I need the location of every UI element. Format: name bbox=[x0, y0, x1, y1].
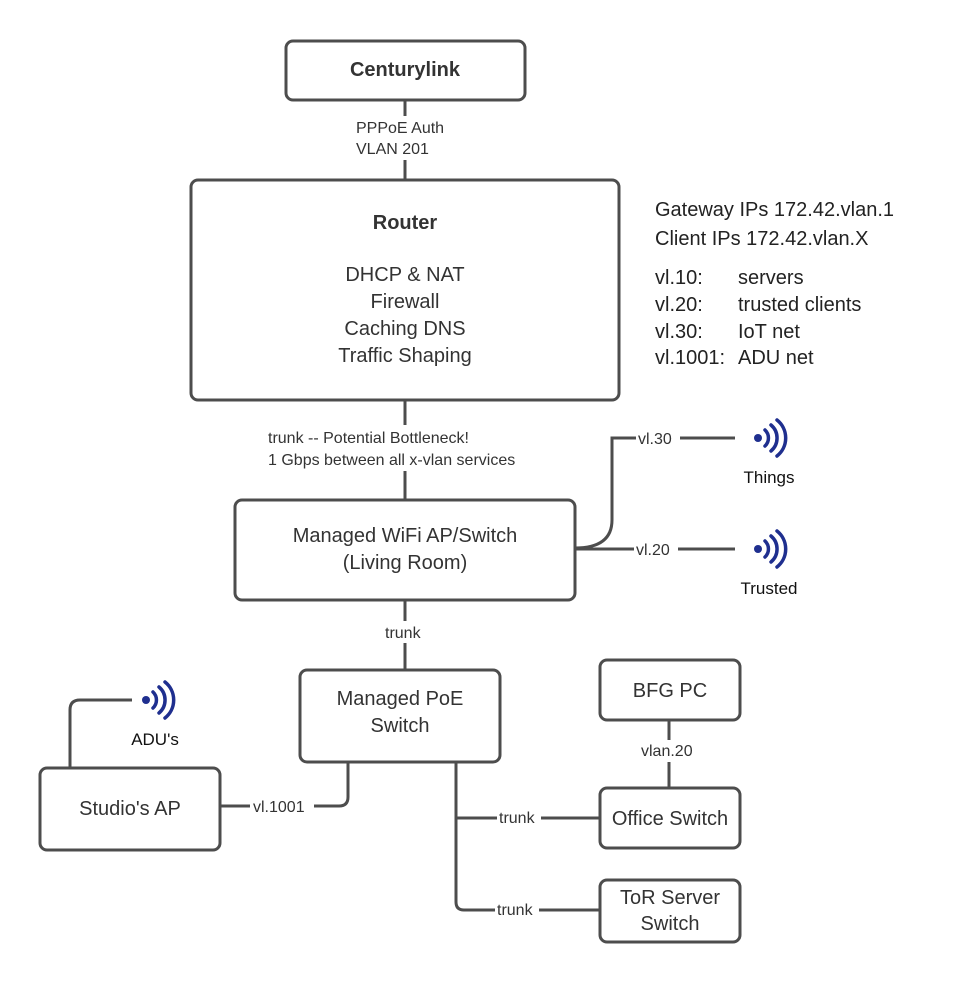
link-studio-adus bbox=[68, 698, 132, 768]
wifi-adus: ADU's bbox=[131, 680, 179, 749]
vlan-name: ADU net bbox=[738, 347, 814, 369]
gateway-ip-info: Gateway IPs 172.42.vlan.1 bbox=[655, 199, 894, 221]
client-ip-info: Client IPs 172.42.vlan.X bbox=[655, 228, 868, 250]
things-label: Things bbox=[743, 468, 794, 487]
link-things bbox=[574, 436, 735, 550]
things-vlan-label: vl.30 bbox=[638, 431, 672, 448]
link-poe-studio bbox=[220, 762, 350, 808]
vlan-id: vl.1001: bbox=[655, 347, 725, 369]
wifi-signal-icon bbox=[754, 418, 788, 458]
tor-trunk-label: trunk bbox=[497, 902, 534, 919]
studio-vlan-label: vl.1001 bbox=[253, 799, 305, 816]
node-bfg-pc: BFG PC bbox=[598, 658, 742, 722]
wifi-signal-icon bbox=[754, 529, 788, 569]
trusted-vlan-label: vl.20 bbox=[636, 542, 670, 559]
node-centurylink: Centurylink bbox=[284, 39, 527, 102]
centurylink-label: Centurylink bbox=[350, 59, 461, 81]
router-title: Router bbox=[373, 212, 438, 234]
link-poe-tor bbox=[454, 818, 600, 912]
vlan-info-panel: Gateway IPs 172.42.vlan.1 Client IPs 172… bbox=[655, 199, 894, 369]
node-tor-switch: ToR Server Switch bbox=[598, 878, 742, 944]
node-router: Router DHCP & NAT Firewall Caching DNS T… bbox=[189, 178, 621, 402]
poe-switch-label-line2: Switch bbox=[371, 715, 430, 737]
node-studio-ap: Studio's AP bbox=[38, 766, 222, 852]
router-service: Traffic Shaping bbox=[338, 345, 471, 367]
router-trunk-label-line1: trunk -- Potential Bottleneck! bbox=[268, 430, 469, 447]
router-service: Firewall bbox=[371, 291, 440, 313]
link-labels: PPPoE Auth VLAN 201 trunk -- Potential B… bbox=[250, 116, 700, 920]
living-poe-trunk-label: trunk bbox=[385, 625, 422, 642]
wifi-trusted: Trusted bbox=[740, 529, 798, 598]
uplink-label-line2: VLAN 201 bbox=[356, 141, 429, 158]
trusted-label: Trusted bbox=[740, 579, 797, 598]
tor-switch-label-line1: ToR Server bbox=[620, 887, 720, 909]
office-trunk-label: trunk bbox=[499, 810, 536, 827]
adus-label: ADU's bbox=[131, 730, 179, 749]
wifi-signal-icon bbox=[142, 680, 176, 720]
node-poe-switch: Managed PoE Switch bbox=[298, 668, 502, 764]
vlan-id: vl.30: bbox=[655, 321, 703, 343]
studio-ap-label: Studio's AP bbox=[79, 798, 181, 820]
bfg-vlan-label: vlan.20 bbox=[641, 743, 693, 760]
poe-switch-label-line1: Managed PoE bbox=[337, 688, 464, 710]
wifi-things: Things bbox=[743, 418, 795, 487]
living-ap-label-line1: Managed WiFi AP/Switch bbox=[293, 525, 518, 547]
vlan-name: servers bbox=[738, 267, 804, 289]
vlan-id: vl.10: bbox=[655, 267, 703, 289]
living-ap-label-line2: (Living Room) bbox=[343, 552, 467, 574]
node-living-room-ap: Managed WiFi AP/Switch (Living Room) bbox=[233, 498, 577, 602]
vlan-name: IoT net bbox=[738, 321, 800, 343]
router-service: DHCP & NAT bbox=[345, 264, 464, 286]
vlan-name: trusted clients bbox=[738, 294, 861, 316]
bfg-pc-label: BFG PC bbox=[633, 680, 707, 702]
vlan-id: vl.20: bbox=[655, 294, 703, 316]
tor-switch-label-line2: Switch bbox=[641, 913, 700, 935]
office-switch-label: Office Switch bbox=[612, 808, 728, 830]
router-trunk-label-line2: 1 Gbps between all x-vlan services bbox=[268, 452, 515, 469]
uplink-label-line1: PPPoE Auth bbox=[356, 120, 444, 137]
node-office-switch: Office Switch bbox=[598, 786, 742, 850]
router-service: Caching DNS bbox=[344, 318, 465, 340]
